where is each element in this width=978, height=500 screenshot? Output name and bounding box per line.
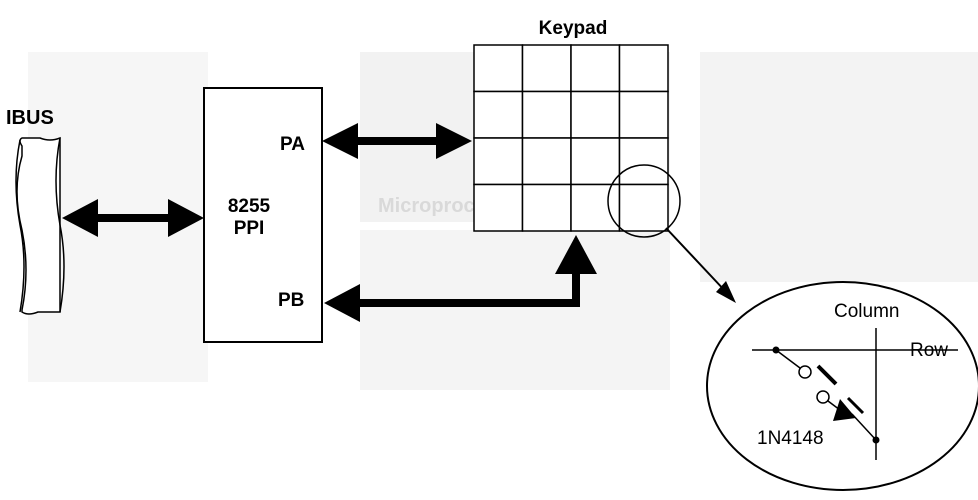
pa-keypad-arrow <box>322 123 472 159</box>
pa-keypad-arrowhead-left <box>322 123 358 159</box>
ppi-box-outline <box>203 87 323 343</box>
keypad-key-r2-c4 <box>618 90 669 139</box>
ibus-ppi-arrow <box>62 199 204 237</box>
keypad-key-r4-c4 <box>618 183 669 232</box>
port-a-label: PA <box>280 134 305 155</box>
diode-lead-out <box>851 413 877 441</box>
diode-cathode-bar <box>846 396 865 415</box>
switch-contact-bottom <box>816 390 830 404</box>
diode-label: 1N4148 <box>757 428 824 449</box>
ibus-ppi-arrowhead-left <box>62 199 98 237</box>
zoom-pointer-arrowhead <box>716 281 736 303</box>
ibus-label: IBUS <box>6 107 54 129</box>
keypad-key-r2-c3 <box>570 90 621 139</box>
zoom-pointer-arrow <box>665 227 736 303</box>
ibus-left-edge <box>15 139 25 313</box>
diode-symbol <box>833 399 856 421</box>
detail-ellipse: Column Row 1N4148 <box>706 281 978 491</box>
zoom-callout-circle <box>607 164 681 238</box>
ibus-bus-symbol: IBUS <box>6 107 65 315</box>
keypad-label: Keypad <box>539 18 608 39</box>
detail-ellipse-outline <box>706 281 978 491</box>
ibus-bus-body <box>16 136 61 315</box>
keypad-key-r4-c1 <box>473 183 524 232</box>
ppi-label-line2: PPI <box>234 218 265 239</box>
keypad-key-r4-c2 <box>521 183 572 232</box>
ibus-ppi-arrowhead-right <box>168 199 204 237</box>
switch-lead-top <box>775 349 801 369</box>
ppi-label-line1: 8255 <box>228 196 271 217</box>
keypad-key-r3-c3 <box>570 137 621 186</box>
keypad-key-r2-c2 <box>521 90 572 139</box>
keypad-key-r2-c1 <box>473 90 524 139</box>
column-junction-dot <box>872 436 880 444</box>
ppi-chip-box: 8255 PPI PA PB <box>203 87 323 343</box>
background-text-block-right <box>700 52 978 282</box>
keypad-pb-arrowhead-up <box>555 235 597 274</box>
keypad-key-r4-c3 <box>570 183 621 232</box>
keypad-key-r3-c1 <box>473 137 524 186</box>
keypad: Keypad <box>473 18 669 232</box>
column-label: Column <box>834 301 899 322</box>
keypad-pb-arrow <box>324 235 597 322</box>
keypad-pb-arrow-path <box>355 262 580 307</box>
keypad-key-r3-c2 <box>521 137 572 186</box>
port-b-label: PB <box>278 290 304 311</box>
keypad-key-r1-c3 <box>570 44 621 93</box>
keypad-key-r3-c4 <box>618 137 669 186</box>
pa-keypad-arrowhead-right <box>436 123 472 159</box>
keypad-grid <box>473 44 669 232</box>
ibus-right-edge <box>55 137 65 313</box>
keypad-key-r1-c1 <box>473 44 524 93</box>
switch-contact-top <box>798 365 812 379</box>
keypad-key-r1-c4 <box>618 44 669 93</box>
switch-blade <box>816 364 838 386</box>
zoom-pointer-line <box>665 227 728 294</box>
background-text-block-center <box>360 230 670 390</box>
keypad-pb-arrowhead-left <box>324 284 360 322</box>
keypad-key-r1-c2 <box>521 44 572 93</box>
